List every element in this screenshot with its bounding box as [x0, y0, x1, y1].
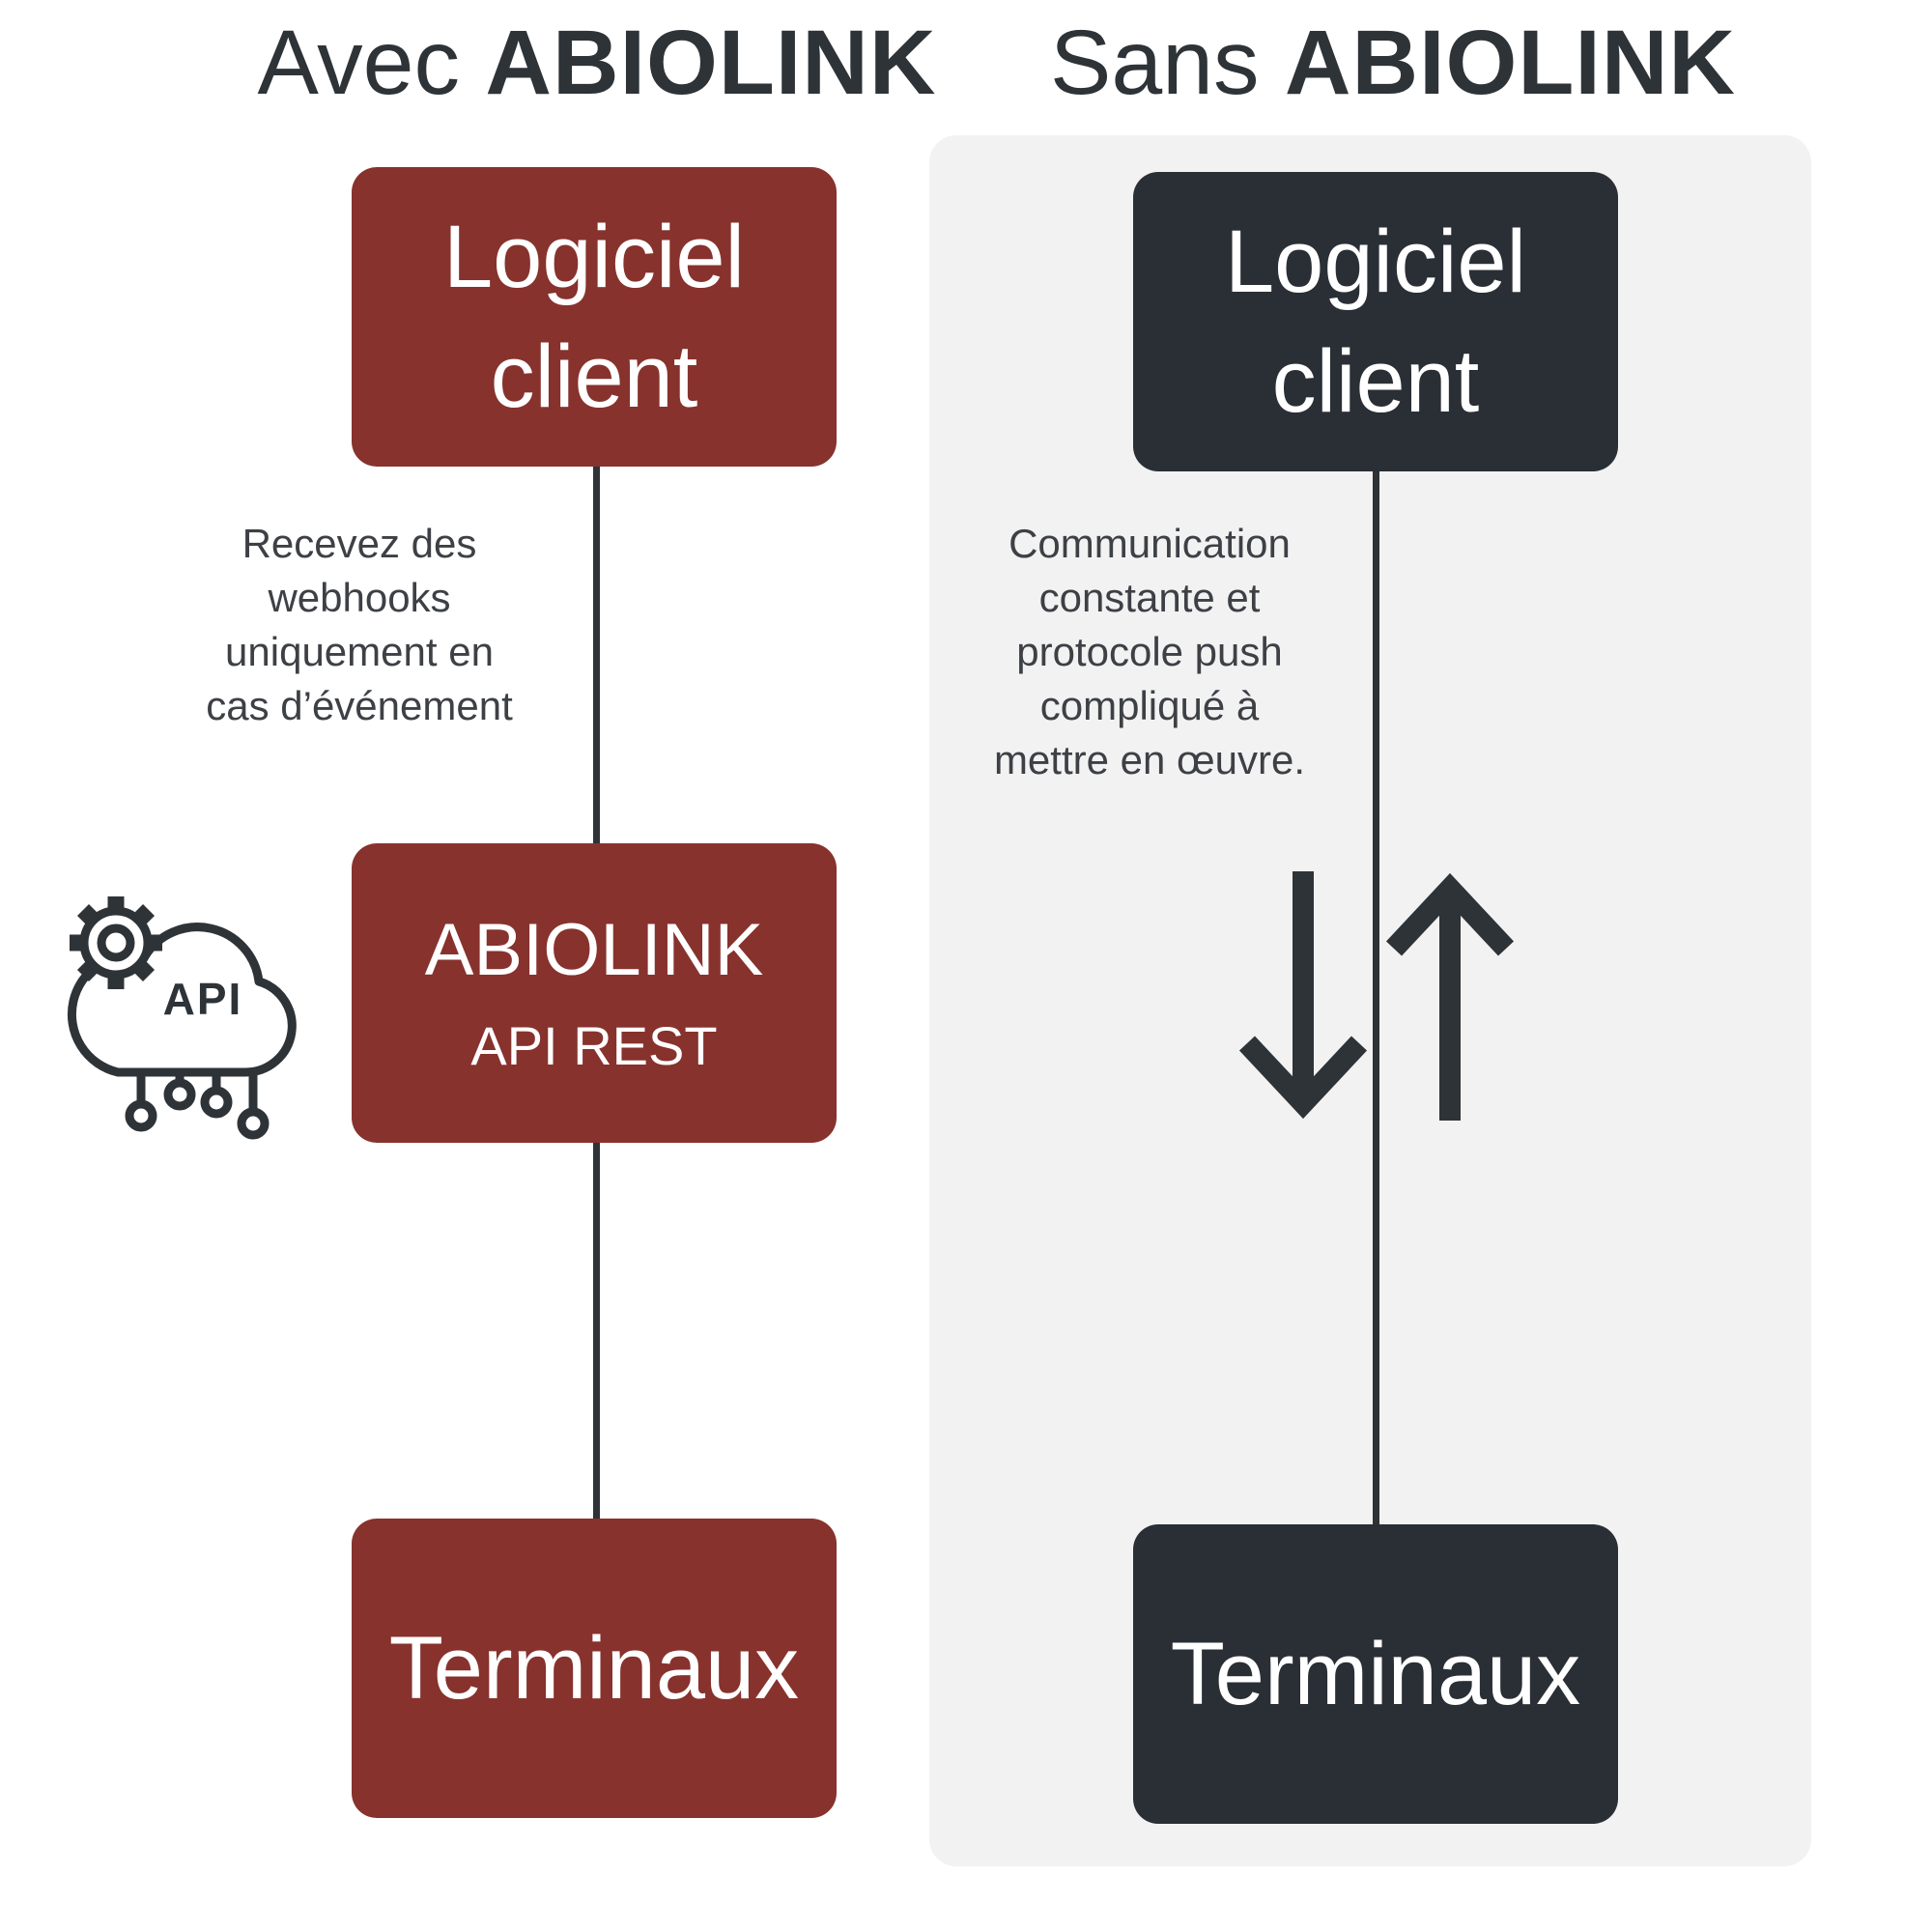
left-terminals-box: Terminaux [352, 1519, 837, 1818]
right-communication-note: Communication constante et protocole pus… [993, 521, 1306, 782]
left-client-software-label: Logiciel client [443, 207, 745, 426]
left-title-prefix: Avec [257, 12, 486, 114]
left-webhooks-note: Recevez des webhooks uniquement en cas d… [206, 521, 513, 728]
abiolink-api-box: ABIOLINK API REST [352, 843, 837, 1143]
abiolink-api-box-title: ABIOLINK [424, 909, 764, 992]
right-client-software-label: Logiciel client [1225, 212, 1526, 431]
connector-api-to-terminals [593, 1143, 600, 1519]
right-terminals-label: Terminaux [1170, 1624, 1581, 1723]
api-icon-label: API [163, 974, 243, 1024]
right-title-brand: ABIOLINK [1284, 12, 1737, 114]
api-cloud-icon: API [67, 896, 297, 1140]
right-column-title: Sans ABIOLINK [1049, 12, 1737, 114]
left-terminals-label: Terminaux [388, 1618, 800, 1718]
arrow-down-icon [1238, 871, 1368, 1120]
right-title-prefix: Sans [1049, 12, 1285, 114]
left-client-software-box: Logiciel client [352, 167, 837, 467]
arrow-up-icon [1385, 872, 1515, 1121]
abiolink-api-box-subtitle: API REST [470, 1015, 718, 1076]
left-title-brand: ABIOLINK [485, 12, 937, 114]
right-terminals-box: Terminaux [1133, 1524, 1618, 1824]
left-column-title: Avec ABIOLINK [257, 12, 937, 114]
right-client-software-box: Logiciel client [1133, 172, 1618, 471]
connector-client-to-api [593, 467, 600, 843]
connector-client-to-terminals [1373, 471, 1379, 1524]
